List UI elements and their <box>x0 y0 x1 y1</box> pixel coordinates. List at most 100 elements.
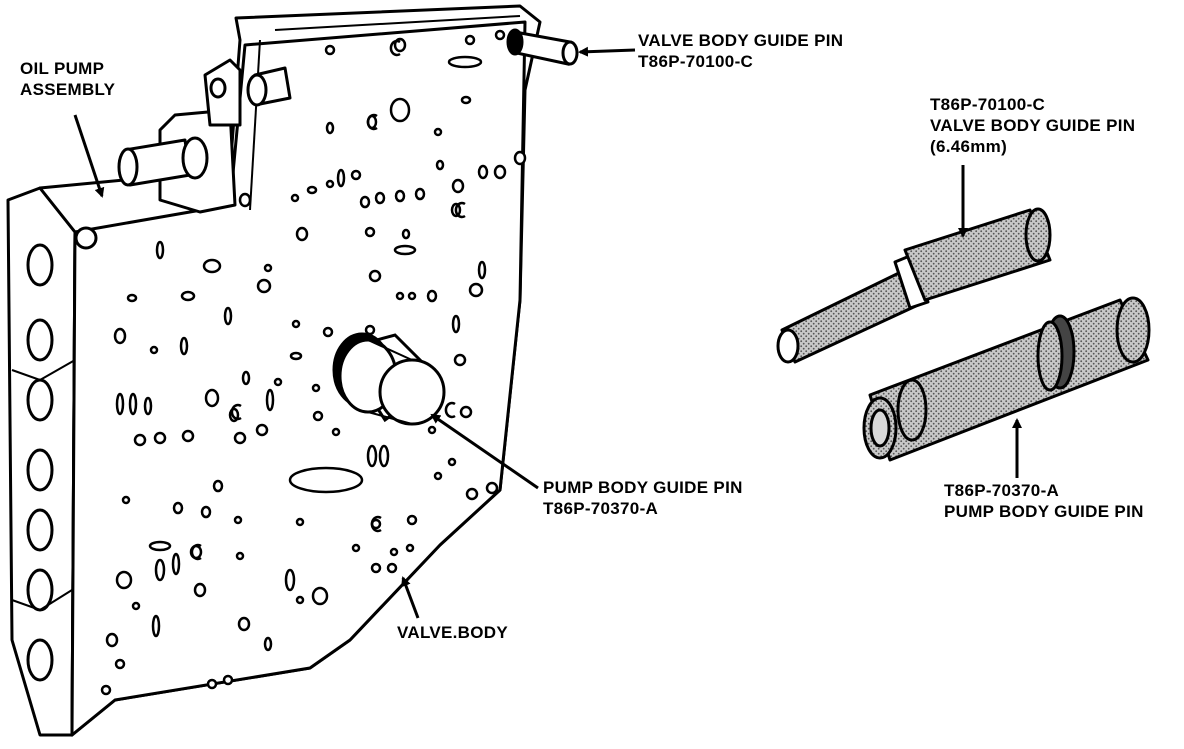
leader-pump-pin-center <box>430 413 539 490</box>
surface-hole <box>447 457 457 467</box>
surface-hole <box>212 479 224 493</box>
label-line: T86P-70370-A <box>944 481 1060 500</box>
surface-hole <box>364 324 376 336</box>
surface-hole <box>288 466 364 494</box>
c-port <box>230 403 242 421</box>
label-line: T86P-70100-C <box>638 52 754 71</box>
side-seam <box>11 589 73 612</box>
label-line: T86P-70370-A <box>543 499 659 518</box>
surface-hole <box>336 168 346 188</box>
label-valve-body-guide-pin-right: T86P-70100-C VALVE BODY GUIDE PIN (6.46m… <box>930 94 1135 157</box>
label-line: OIL PUMP <box>20 59 105 78</box>
surface-hole <box>153 431 167 445</box>
label-line: VALVE.BODY <box>397 623 508 642</box>
surface-hole <box>114 658 126 670</box>
surface-hole <box>200 505 212 519</box>
surface-hole <box>151 614 161 638</box>
surface-hole <box>241 370 251 386</box>
surface-hole <box>290 193 300 203</box>
surface-hole <box>351 543 361 553</box>
oil-pump-plug-end <box>246 73 268 107</box>
surface-hole <box>350 169 362 181</box>
oil-pump-tube-collar <box>181 136 209 180</box>
surface-hole <box>306 185 318 195</box>
surface-hole <box>255 423 269 437</box>
surface-hole <box>325 179 335 189</box>
surface-hole <box>233 431 247 445</box>
label-oil-pump-assembly: OIL PUMP ASSEMBLY <box>20 58 115 100</box>
surface-hole <box>149 345 159 355</box>
tool-pump-body-guide-pin <box>862 296 1151 462</box>
c-port <box>444 401 456 419</box>
surface-hole <box>477 260 487 280</box>
surface-hole <box>395 291 405 301</box>
surface-hole <box>233 515 243 525</box>
c-port <box>370 515 382 533</box>
surface-hole <box>378 444 390 468</box>
surface-hole <box>311 383 321 393</box>
surface-hole <box>493 164 507 180</box>
surface-hole <box>366 444 378 468</box>
side-port <box>26 448 54 492</box>
surface-hole <box>374 191 386 205</box>
surface-hole <box>447 55 483 69</box>
surface-hole <box>180 290 196 302</box>
surface-hole <box>295 517 305 527</box>
installed-pump-guide-pin <box>332 332 446 426</box>
surface-hole <box>121 495 131 505</box>
surface-hole <box>433 471 443 481</box>
surface-hole <box>133 433 147 447</box>
leader-oil-pump <box>73 114 105 198</box>
surface-hole <box>289 351 303 361</box>
c-port <box>389 39 401 57</box>
label-line: (6.46mm) <box>930 137 1008 156</box>
side-ports <box>11 243 76 682</box>
surface-hole <box>312 410 324 422</box>
surface-hole <box>143 396 153 416</box>
surface-hole <box>115 570 133 590</box>
surface-hole <box>295 595 305 605</box>
label-line: VALVE BODY GUIDE PIN <box>930 116 1136 135</box>
tool-pump-pin-step <box>896 378 928 442</box>
surface-hole <box>179 336 189 356</box>
surface-hole <box>126 293 138 303</box>
surface-hole <box>273 377 283 387</box>
surface-hole <box>222 674 234 686</box>
tool-pump-pin-end <box>1115 296 1151 364</box>
surface-hole <box>235 551 245 561</box>
tool-valve-pin-tip <box>776 328 800 364</box>
surface-hole <box>256 278 272 294</box>
label-valve-body: VALVE.BODY <box>397 622 508 643</box>
surface-hole <box>265 388 275 412</box>
surface-hole <box>311 586 329 606</box>
surface-hole <box>427 425 437 435</box>
surface-hole <box>477 164 489 180</box>
surface-hole <box>223 306 233 326</box>
oil-pump-boss-hole <box>209 77 227 99</box>
surface-hole <box>407 291 417 301</box>
oil-pump-tube-end <box>117 147 139 187</box>
valve-body-face <box>70 20 527 737</box>
surface-hole <box>451 314 461 334</box>
surface-hole <box>485 481 499 495</box>
valve-body-edge-line <box>249 39 261 211</box>
label-line: T86P-70100-C <box>930 95 1046 114</box>
surface-hole <box>389 547 399 557</box>
surface-hole <box>386 562 398 574</box>
surface-hole <box>513 150 527 166</box>
oil-pump-assembly <box>74 58 292 250</box>
leader-valve-body <box>401 576 420 619</box>
label-line: VALVE BODY GUIDE PIN <box>638 31 844 50</box>
surface-hole <box>401 228 411 240</box>
side-port <box>26 243 54 287</box>
surface-hole <box>394 189 406 203</box>
surface-hole <box>494 29 506 41</box>
surface-hole <box>325 121 335 135</box>
side-port <box>26 378 54 422</box>
surface-hole <box>291 319 301 329</box>
surface-hole <box>433 127 443 137</box>
leader-valve-pin-top <box>578 46 636 57</box>
label-pump-body-guide-pin-center: PUMP BODY GUIDE PIN T86P-70370-A <box>543 477 743 519</box>
surface-hole <box>464 34 476 46</box>
